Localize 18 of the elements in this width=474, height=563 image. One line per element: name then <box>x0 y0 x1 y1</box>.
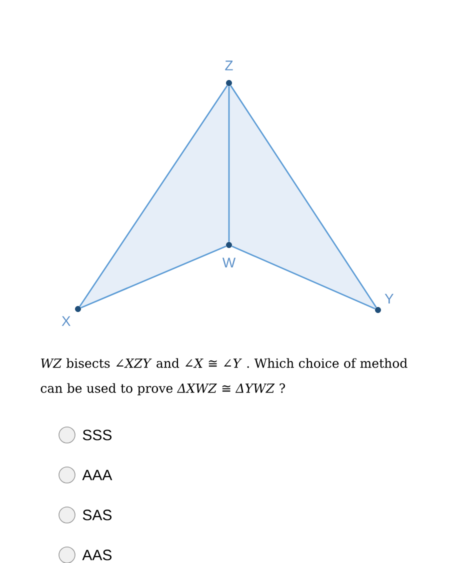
line-segment <box>228 86 230 242</box>
line-segment <box>79 85 228 307</box>
option-label: SAS <box>82 510 112 520</box>
point: Y <box>375 294 394 313</box>
point: Z <box>225 60 233 86</box>
node-label: Y <box>384 294 394 304</box>
line-segment <box>230 85 377 308</box>
node-label: Z <box>225 60 233 70</box>
option-label: AAA <box>82 470 112 480</box>
option-label: SSS <box>82 430 112 440</box>
line-segment <box>232 246 376 310</box>
point: X <box>62 306 81 326</box>
option-label: AAS <box>82 550 112 560</box>
node-label: W <box>222 258 236 268</box>
node-label: X <box>62 316 70 326</box>
question-text: WZ bisects ∠XZY and ∠X ≅ ∠Y . Which choice of method can be used to prove ΔXWZ ≅ ΔYWZ ? <box>40 358 408 396</box>
point: W <box>222 242 236 268</box>
line-segment <box>80 246 226 308</box>
